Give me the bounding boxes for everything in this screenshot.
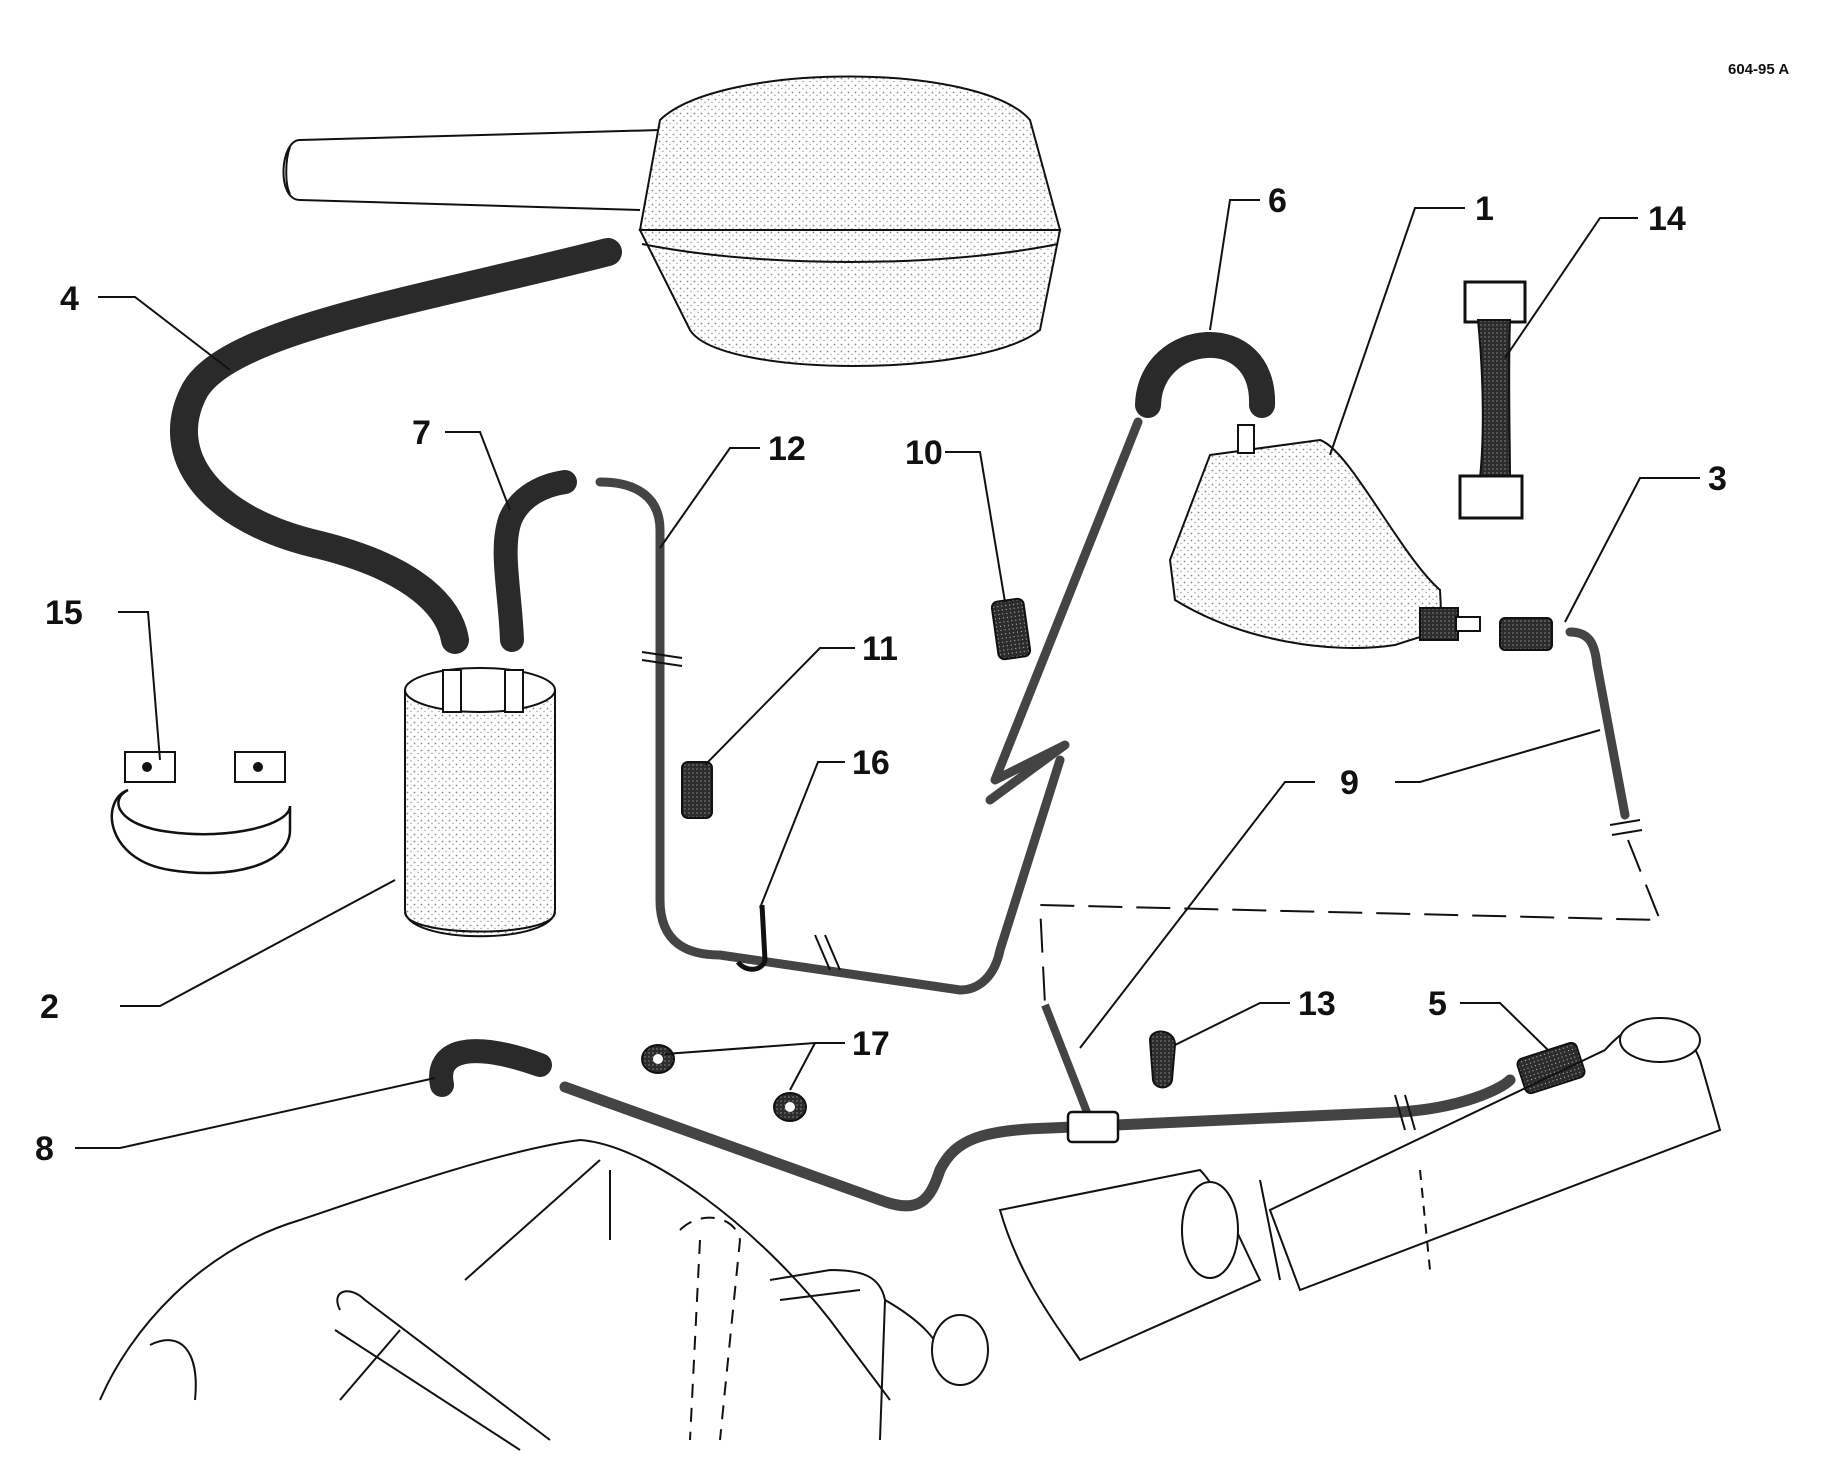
body-outline <box>99 1138 1281 1451</box>
callout-3: 3 <box>1708 460 1727 498</box>
callout-2: 2 <box>40 988 59 1026</box>
callout-13: 13 <box>1298 985 1336 1023</box>
pipe-6 <box>985 417 1143 805</box>
callout-1: 1 <box>1475 190 1494 228</box>
sleeve-10 <box>990 597 1032 661</box>
hose-6 <box>1135 332 1276 418</box>
filler-neck <box>1268 1017 1722 1292</box>
pipe-12 <box>595 477 1065 995</box>
hose-4 <box>170 238 622 654</box>
tee-fitting <box>1066 1110 1120 1144</box>
callout-5: 5 <box>1428 985 1447 1023</box>
pipe-9-lower <box>559 1074 1516 1212</box>
expansion-tank <box>1168 424 1481 649</box>
charcoal-canister <box>404 667 556 938</box>
callout-12: 12 <box>768 430 806 468</box>
callout-15: 15 <box>45 594 83 632</box>
callout-16: 16 <box>852 744 890 782</box>
pipe-9-tee <box>1041 1003 1094 1122</box>
sleeve-3 <box>1499 617 1553 651</box>
callout-6: 6 <box>1268 182 1287 220</box>
callout-8: 8 <box>35 1130 54 1168</box>
figure-reference: 604-95 A <box>1728 61 1789 78</box>
sleeve-5 <box>1516 1041 1586 1095</box>
leader-lines <box>75 199 1700 1149</box>
hose-7 <box>493 470 577 652</box>
callout-labels: 1 2 3 4 5 6 7 8 9 10 11 12 13 14 15 16 1… <box>35 182 1727 1168</box>
callout-9: 9 <box>1340 764 1359 802</box>
callout-17: 17 <box>852 1025 890 1063</box>
callout-4: 4 <box>60 280 79 318</box>
dashed-connector <box>1038 839 1662 1006</box>
callout-11: 11 <box>862 630 898 668</box>
pipe-9-upper <box>1565 627 1630 820</box>
air-cleaner <box>282 75 1062 367</box>
mounting-strap <box>110 751 292 875</box>
callout-10: 10 <box>905 434 943 472</box>
clip-16 <box>735 904 768 972</box>
callout-14: 14 <box>1648 200 1686 238</box>
clip-13 <box>1148 1030 1177 1089</box>
callout-7: 7 <box>412 414 431 452</box>
retaining-strap <box>1458 280 1527 520</box>
hose-8 <box>429 1039 552 1097</box>
sleeve-11 <box>681 761 713 819</box>
